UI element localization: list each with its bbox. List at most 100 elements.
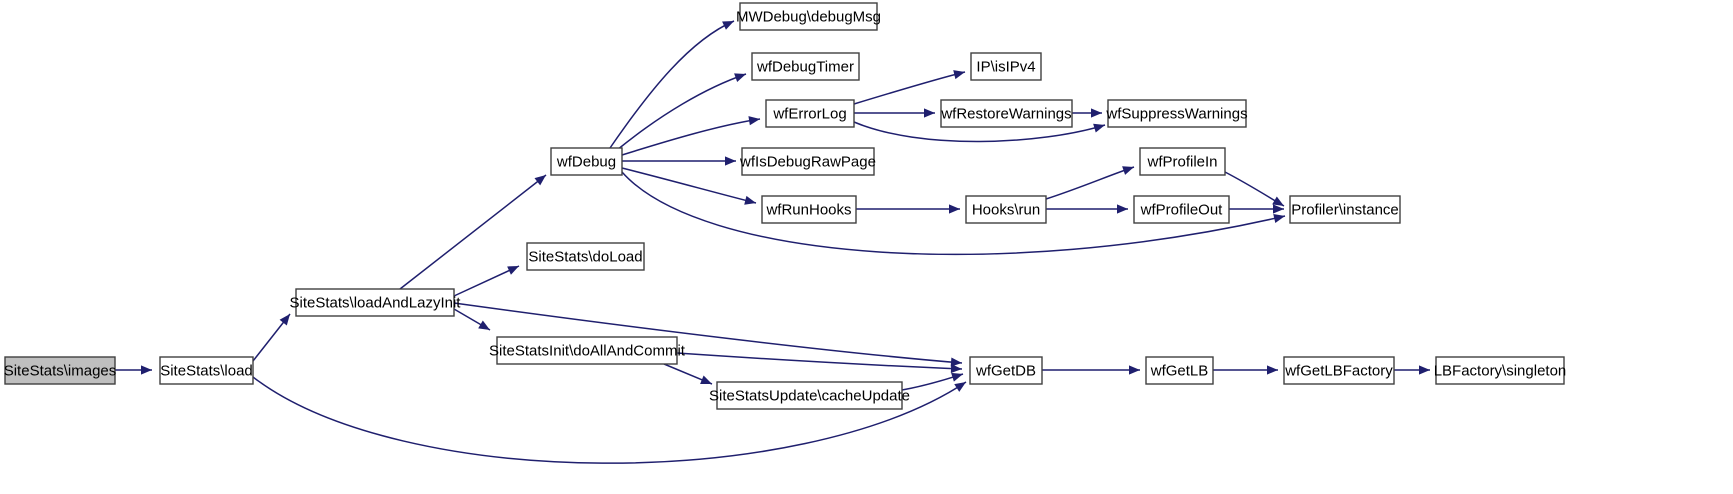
graph-node-mwDebugDebugMsg[interactable]: MWDebug\debugMsg bbox=[736, 2, 881, 31]
call-edge bbox=[1045, 166, 1135, 200]
graph-node-wfGetDB[interactable]: wfGetDB bbox=[969, 356, 1043, 385]
call-edge bbox=[252, 313, 291, 362]
edge-arrowhead bbox=[507, 266, 519, 275]
call-edge bbox=[453, 265, 520, 297]
node-label: SiteStats\loadAndLazyInit bbox=[290, 294, 462, 311]
node-box[interactable] bbox=[526, 242, 645, 271]
graph-node-ipIsIPv4[interactable]: IP\isIPv4 bbox=[970, 52, 1042, 81]
graph-node-profilerInstance[interactable]: Profiler\instance bbox=[1289, 195, 1401, 224]
edge-arrowhead bbox=[1273, 204, 1284, 214]
node-label: Hooks\run bbox=[972, 201, 1040, 218]
edge-line bbox=[609, 20, 735, 149]
node-label: SiteStats\load bbox=[160, 362, 253, 379]
call-edge bbox=[1394, 365, 1430, 375]
graph-node-siteStatsUpdateCache[interactable]: SiteStatsUpdate\cacheUpdate bbox=[709, 381, 910, 410]
graph-node-wfRestoreWarnings[interactable]: wfRestoreWarnings bbox=[940, 99, 1073, 128]
call-edge bbox=[453, 308, 491, 331]
call-edge bbox=[1213, 365, 1278, 375]
graph-node-hooksRun[interactable]: Hooks\run bbox=[965, 195, 1047, 224]
edge-arrowhead bbox=[744, 195, 756, 205]
edge-arrowhead bbox=[924, 108, 935, 118]
call-edge bbox=[621, 167, 757, 205]
node-label: LBFactory\singleton bbox=[1434, 362, 1567, 379]
node-box[interactable] bbox=[4, 356, 116, 385]
graph-node-siteStatsInitDoAll[interactable]: SiteStatsInit\doAllAndCommit bbox=[489, 336, 686, 365]
edge-arrowhead bbox=[734, 73, 746, 83]
node-box[interactable] bbox=[550, 147, 623, 176]
node-label: wfIsDebugRawPage bbox=[739, 153, 876, 170]
edge-line bbox=[453, 265, 520, 297]
node-label: wfRestoreWarnings bbox=[940, 105, 1071, 122]
graph-node-wfIsDebugRawPage[interactable]: wfIsDebugRawPage bbox=[739, 147, 876, 176]
edge-arrowhead bbox=[954, 382, 966, 392]
call-edge bbox=[1046, 204, 1128, 214]
graph-node-wfDebugTimer[interactable]: wfDebugTimer bbox=[751, 52, 860, 81]
node-box[interactable] bbox=[716, 381, 903, 410]
edge-line bbox=[399, 174, 547, 290]
node-box[interactable] bbox=[1283, 356, 1395, 385]
edge-line bbox=[853, 121, 1106, 143]
node-box[interactable] bbox=[940, 99, 1073, 128]
graph-node-wfErrorLog[interactable]: wfErrorLog bbox=[765, 99, 855, 128]
node-box[interactable] bbox=[295, 288, 455, 317]
node-box[interactable] bbox=[751, 52, 860, 81]
node-box[interactable] bbox=[1289, 195, 1401, 224]
graph-node-lbFactorySingleton[interactable]: LBFactory\singleton bbox=[1434, 356, 1567, 385]
node-label: wfProfileOut bbox=[1140, 201, 1224, 218]
node-box[interactable] bbox=[970, 52, 1042, 81]
node-box[interactable] bbox=[741, 147, 875, 176]
graph-node-wfDebug[interactable]: wfDebug bbox=[550, 147, 623, 176]
node-label: wfDebugTimer bbox=[756, 58, 854, 75]
node-label: MWDebug\debugMsg bbox=[736, 8, 881, 25]
edge-line bbox=[621, 167, 757, 204]
edge-arrowhead bbox=[1267, 365, 1278, 375]
node-box[interactable] bbox=[1107, 99, 1247, 128]
node-box[interactable] bbox=[1435, 356, 1565, 385]
node-label: wfDebug bbox=[556, 153, 616, 170]
graph-node-wfSuppressWarnings[interactable]: wfSuppressWarnings bbox=[1105, 99, 1248, 128]
node-box[interactable] bbox=[496, 336, 678, 365]
edge-arrowhead bbox=[1419, 365, 1430, 375]
node-label: wfGetDB bbox=[975, 362, 1036, 379]
call-edge bbox=[453, 302, 963, 367]
edge-line bbox=[676, 352, 963, 370]
graph-node-wfProfileOut[interactable]: wfProfileOut bbox=[1133, 195, 1230, 224]
graph-node-wfGetLBFactory[interactable]: wfGetLBFactory bbox=[1283, 356, 1395, 385]
edge-layer bbox=[115, 20, 1430, 464]
edge-arrowhead bbox=[950, 357, 962, 367]
call-edge bbox=[621, 171, 1286, 256]
node-box[interactable] bbox=[969, 356, 1043, 385]
node-box[interactable] bbox=[739, 2, 878, 31]
call-edge bbox=[399, 174, 547, 290]
graph-node-siteStatsLoadAndLazyInit[interactable]: SiteStats\loadAndLazyInit bbox=[290, 288, 462, 317]
node-box[interactable] bbox=[159, 356, 254, 385]
edge-line bbox=[616, 73, 747, 151]
call-edge bbox=[1224, 171, 1285, 207]
node-box[interactable] bbox=[1145, 356, 1214, 385]
node-box[interactable] bbox=[1139, 147, 1226, 176]
graph-node-siteStatsLoad[interactable]: SiteStats\load bbox=[159, 356, 254, 385]
node-box[interactable] bbox=[765, 99, 855, 128]
node-label: wfGetLB bbox=[1150, 362, 1209, 379]
graph-node-wfRunHooks[interactable]: wfRunHooks bbox=[761, 195, 857, 224]
edge-line bbox=[252, 376, 967, 464]
graph-node-siteStatsImages[interactable]: SiteStats\images bbox=[4, 356, 117, 385]
edge-arrowhead bbox=[748, 116, 760, 126]
graph-node-siteStatsDoLoad[interactable]: SiteStats\doLoad bbox=[526, 242, 645, 271]
call-edge bbox=[676, 352, 963, 374]
node-label: wfErrorLog bbox=[772, 105, 846, 122]
node-box[interactable] bbox=[1133, 195, 1230, 224]
node-box[interactable] bbox=[761, 195, 857, 224]
edge-line bbox=[621, 171, 1286, 256]
edge-arrowhead bbox=[1122, 166, 1134, 175]
edge-arrowhead bbox=[1272, 196, 1284, 206]
edge-line bbox=[621, 118, 761, 156]
node-label: SiteStats\images bbox=[4, 362, 117, 379]
graph-node-wfGetLB[interactable]: wfGetLB bbox=[1145, 356, 1214, 385]
graph-node-wfProfileIn[interactable]: wfProfileIn bbox=[1139, 147, 1226, 176]
edge-arrowhead bbox=[1093, 123, 1105, 133]
node-label: SiteStatsInit\doAllAndCommit bbox=[489, 342, 686, 359]
node-box[interactable] bbox=[965, 195, 1047, 224]
